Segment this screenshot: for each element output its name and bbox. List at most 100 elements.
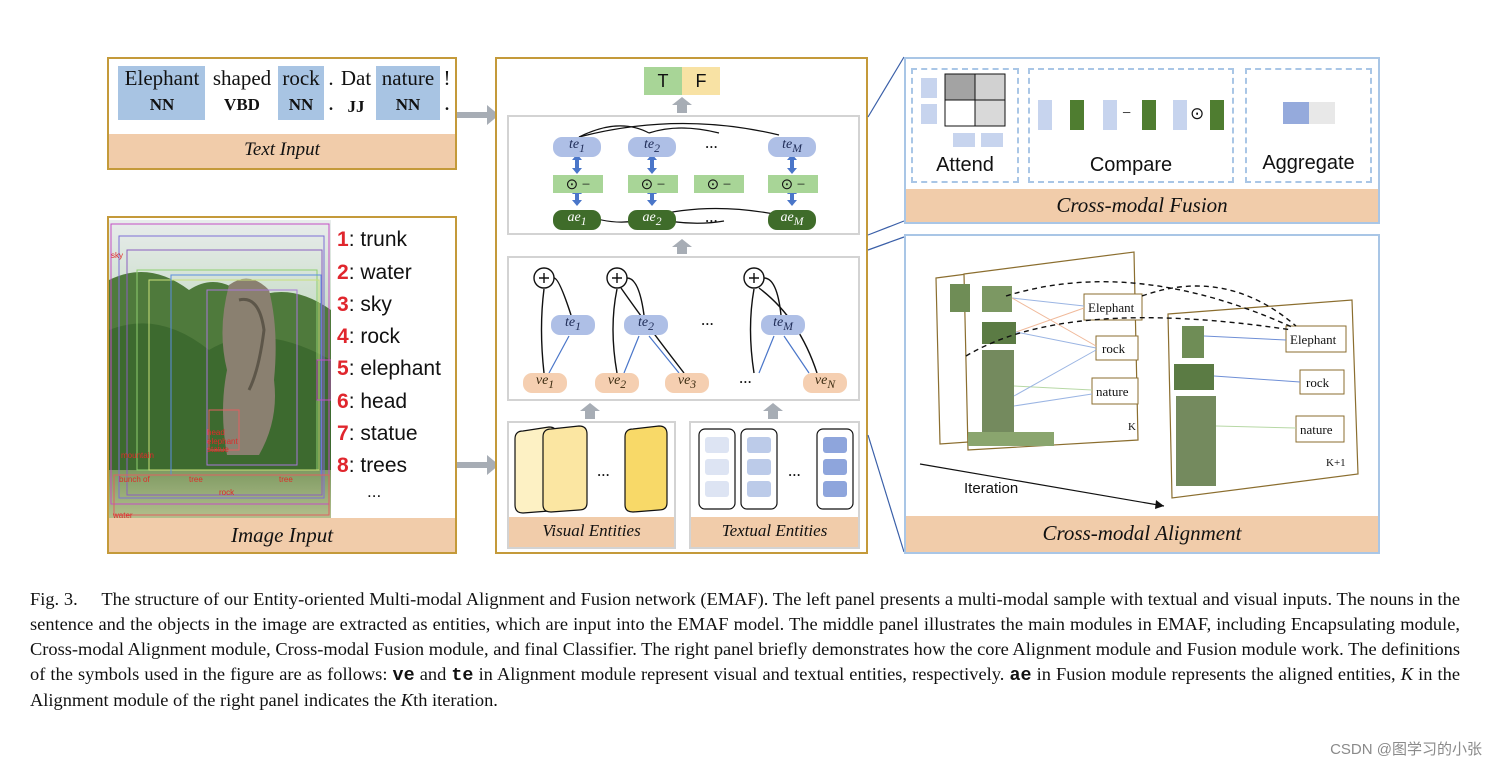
compare-vector	[1070, 100, 1084, 130]
image-input-label: Image Input	[230, 523, 334, 547]
ve-node: veN	[803, 373, 847, 393]
te-node: teM	[768, 137, 816, 157]
caption-text: The structure of our Entity-oriented Mul…	[30, 589, 1460, 684]
arrows-left-to-middle	[457, 105, 499, 475]
emaf-model-panel: T F te1 te2 ... teM ⊙ − ⊙	[495, 57, 868, 554]
csdn-watermark: CSDN @图学习的小张	[1330, 741, 1482, 758]
ae-node: ae1	[553, 210, 601, 230]
object-item: 3: sky	[337, 293, 392, 316]
svg-text:head: head	[207, 428, 225, 437]
highlight-nature	[376, 66, 440, 120]
aggregate-vector	[1283, 102, 1309, 124]
pos-tag: JJ	[347, 97, 365, 116]
aggregate-box: Aggregate	[1245, 68, 1372, 183]
svg-text:water: water	[112, 511, 133, 520]
cross-modal-fusion-panel: Attend − ⊙ Compare Aggregate Cross-modal…	[904, 57, 1380, 224]
caption-te: te	[451, 665, 474, 686]
svg-text:bunch of: bunch of	[119, 475, 150, 484]
aligned-word-label: Elephant	[1088, 300, 1135, 315]
te-node: te1	[551, 315, 595, 335]
text-input-label: Text Input	[244, 139, 320, 160]
object-item: 4: rock	[337, 325, 401, 348]
aligned-word-label: rock	[1306, 375, 1330, 390]
pos-tag: NN	[395, 95, 421, 114]
attend-matrix	[921, 73, 1006, 147]
svg-text:mountain: mountain	[121, 451, 154, 460]
cross-modal-alignment-label: Cross-modal Alignment	[1042, 521, 1242, 545]
svg-text:tree: tree	[279, 475, 293, 484]
object-item: 6: head	[337, 390, 408, 413]
visual-entities-ellipsis: ...	[597, 461, 610, 480]
ve-node: ve3	[665, 373, 709, 393]
textual-entities-ellipsis: ...	[788, 461, 801, 480]
te-node: teM	[761, 315, 805, 335]
alignment-illustration: Elephant rock nature Elephant rock natur…	[919, 251, 1359, 509]
ve-node: ve2	[595, 373, 639, 393]
visual-entity-cards	[514, 425, 668, 514]
detection-image: sky head elephant statue mountain bunch …	[109, 220, 331, 520]
word: rock	[282, 66, 320, 90]
pos-tag: NN	[149, 95, 175, 114]
caption-prefix: Fig. 3.	[30, 589, 78, 609]
iteration-label: Iteration	[964, 480, 1019, 497]
attend-box: Attend	[911, 68, 1019, 183]
textual-entities-label-bar: Textual Entities	[691, 517, 858, 547]
aggregate-vector	[1309, 102, 1335, 124]
highlight-rock	[278, 66, 324, 120]
caption-ae: ae	[1009, 665, 1032, 686]
ae-node: ae2	[628, 210, 676, 230]
compare-vector	[1038, 100, 1052, 130]
compare-op: ⊙ −	[694, 175, 744, 193]
zoom-connector-lines	[867, 56, 905, 553]
svg-text:tree: tree	[189, 475, 203, 484]
aligned-word-label: rock	[1102, 341, 1126, 356]
text-input-panel: Elephant shaped rock . Dat nature ! NN V…	[107, 57, 457, 170]
alignment-module-box: te1 te2 ... teM ve1 ve2 ve3 ... veN	[507, 256, 860, 401]
aligned-word-label: nature	[1096, 384, 1129, 399]
cross-modal-fusion-label: Cross-modal Fusion	[1056, 193, 1228, 217]
te-node: te2	[628, 137, 676, 157]
object-item: 2: water	[337, 261, 412, 284]
image-input-panel: sky head elephant statue mountain bunch …	[107, 216, 457, 554]
fusion-module-box: te1 te2 ... teM ⊙ − ⊙ − ⊙ − ⊙ − ae1 ae2 …	[507, 115, 860, 235]
word: shaped	[212, 66, 272, 90]
aligned-word-label: nature	[1300, 422, 1333, 437]
fusion-ellipsis: ...	[705, 133, 718, 152]
alignment-connections	[533, 267, 818, 374]
word: !	[443, 66, 451, 90]
word: .	[328, 66, 334, 90]
minus-symbol: −	[1122, 105, 1132, 122]
alignment-ellipsis: ...	[739, 368, 752, 387]
caption-ve: ve	[392, 665, 415, 686]
svg-text:statue: statue	[207, 445, 229, 454]
cross-modal-alignment-panel: Elephant rock nature Elephant rock natur…	[904, 234, 1380, 554]
aligned-word-label: Elephant	[1290, 332, 1337, 347]
aggregate-label: Aggregate	[1262, 152, 1355, 174]
object-item: 1: trunk	[337, 228, 408, 251]
visual-entities-label-bar: Visual Entities	[509, 517, 674, 547]
fusion-ellipsis: ...	[705, 207, 718, 226]
image-input-label-bar: Image Input	[109, 518, 455, 552]
object-ellipsis: ...	[367, 482, 382, 501]
te-node: te2	[624, 315, 668, 335]
classifier-output: T F	[644, 67, 720, 95]
highlight-elephant	[118, 66, 205, 120]
compare-vector	[1142, 100, 1156, 130]
pos-tag: .	[444, 95, 450, 114]
svg-text:rock: rock	[219, 488, 235, 497]
attend-label: Attend	[936, 154, 994, 176]
compare-op: ⊙ −	[553, 175, 603, 193]
pos-tag: VBD	[224, 95, 260, 114]
ae-node: aeM	[768, 210, 816, 230]
pos-tag: NN	[288, 95, 314, 114]
iteration-k1-label: K+1	[1326, 457, 1346, 469]
visual-entities-label: Visual Entities	[542, 521, 641, 540]
textual-entity-cards	[698, 428, 854, 510]
alignment-ellipsis: ...	[701, 310, 714, 329]
object-item: 5: elephant	[337, 357, 441, 380]
compare-op: ⊙ −	[768, 175, 818, 193]
visual-entities-box: ... Visual Entities	[507, 421, 676, 549]
false-label: F	[682, 67, 720, 95]
object-item: 8: trees	[337, 454, 408, 477]
compare-vector	[1173, 100, 1187, 130]
